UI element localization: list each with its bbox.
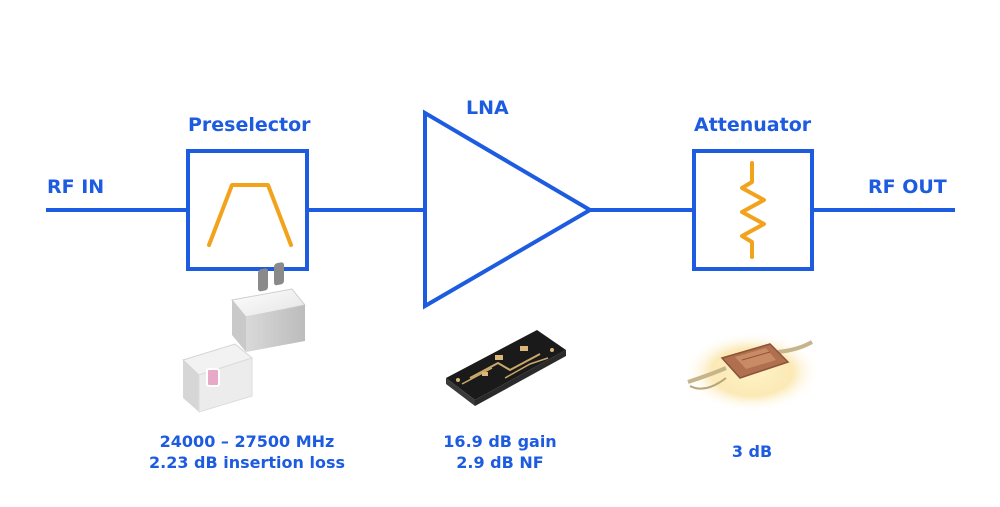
preselector-spec-insertion-loss: 2.23 dB insertion loss <box>148 453 345 472</box>
preselector-spec-frequency: 24000 – 27500 MHz <box>159 432 335 451</box>
rf-in-label: RF IN <box>47 176 105 198</box>
preselector-label: Preselector <box>188 114 311 136</box>
lna-component-image <box>446 330 566 406</box>
preselector-box[interactable] <box>186 149 309 271</box>
preselector-specs: 24000 – 27500 MHz 2.23 dB insertion loss <box>132 431 362 473</box>
lna-spec-gain: 16.9 dB gain <box>443 432 557 451</box>
lna-specs: 16.9 dB gain 2.9 dB NF <box>416 431 584 473</box>
attenuator-specs: 3 dB <box>700 441 804 462</box>
lna-amplifier-icon[interactable] <box>423 109 594 310</box>
resistor-icon <box>740 161 766 259</box>
bandpass-filter-icon <box>207 183 293 247</box>
attenuator-component-image <box>684 332 820 412</box>
attenuator-label: Attenuator <box>694 114 812 136</box>
preselector-component-image <box>182 262 306 413</box>
rf-out-label: RF OUT <box>868 176 947 198</box>
attenuator-spec-attenuation: 3 dB <box>731 442 773 461</box>
lna-spec-noise-figure: 2.9 dB NF <box>456 453 544 472</box>
lna-label: LNA <box>466 97 509 119</box>
